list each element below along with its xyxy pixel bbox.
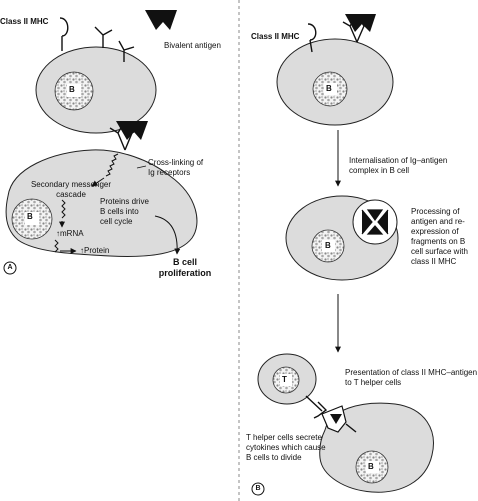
internalisation-label: Internalisation of Ig–antigen complex in… [349, 156, 448, 175]
proliferation-arrow [154, 215, 181, 255]
t-nucleus-label: T [282, 375, 287, 384]
b-cell-resting [35, 46, 157, 134]
b-nucleus-label-b3: B [368, 462, 374, 471]
proliferation-label: B cell proliferation [158, 257, 212, 278]
panel-a-badge [3, 261, 17, 275]
b-nucleus-label-b1: B [326, 84, 332, 93]
b-cell-activated [5, 149, 198, 257]
mrna-zigzag [54, 239, 59, 253]
proteins-drive-label: Proteins drive B cells into cell cycle [100, 197, 149, 226]
b-nucleus-label-a2: B [27, 212, 33, 221]
endosome [352, 199, 398, 245]
ig-receptor-icon [94, 26, 135, 62]
tcr-mhc-complex-icon [305, 395, 357, 433]
bivalent-antigen-label: Bivalent antigen [164, 41, 221, 50]
signal-zigzag [105, 153, 119, 177]
processing-label: Processing of antigen and re- expression… [411, 207, 468, 266]
panel-b-label: B [255, 485, 261, 492]
panel-a-label: A [7, 264, 13, 271]
crosslinking-label: Cross-linking of Ig receptors [148, 158, 204, 177]
processed-antigen-icon [361, 209, 389, 235]
class2-mhc-receptor-b [307, 23, 317, 53]
mrna-label: ↑mRNA [56, 229, 84, 238]
b-nucleus-label-b2: B [325, 241, 331, 250]
class2-mhc-label-b: Class II MHC [251, 32, 300, 41]
secondary-messenger-label: Secondary messenger cascade [30, 180, 112, 199]
t-helper-label: T helper cells secrete cytokines which c… [246, 433, 326, 462]
protein-label: ↑Protein [80, 246, 110, 255]
class2-mhc-label-a: Class II MHC [0, 17, 49, 26]
panel-b-badge [251, 482, 265, 496]
b-nucleus-label-a1: B [69, 85, 75, 94]
presentation-label: Presentation of class II MHC–antigen to … [345, 368, 478, 387]
class2-mhc-receptor-a [59, 17, 69, 51]
crosslinked-receptor-icon [109, 121, 148, 151]
cascade-zigzag [61, 199, 66, 219]
bivalent-antigen-icon [145, 10, 177, 30]
ig-antigen-complex-icon [342, 14, 376, 43]
